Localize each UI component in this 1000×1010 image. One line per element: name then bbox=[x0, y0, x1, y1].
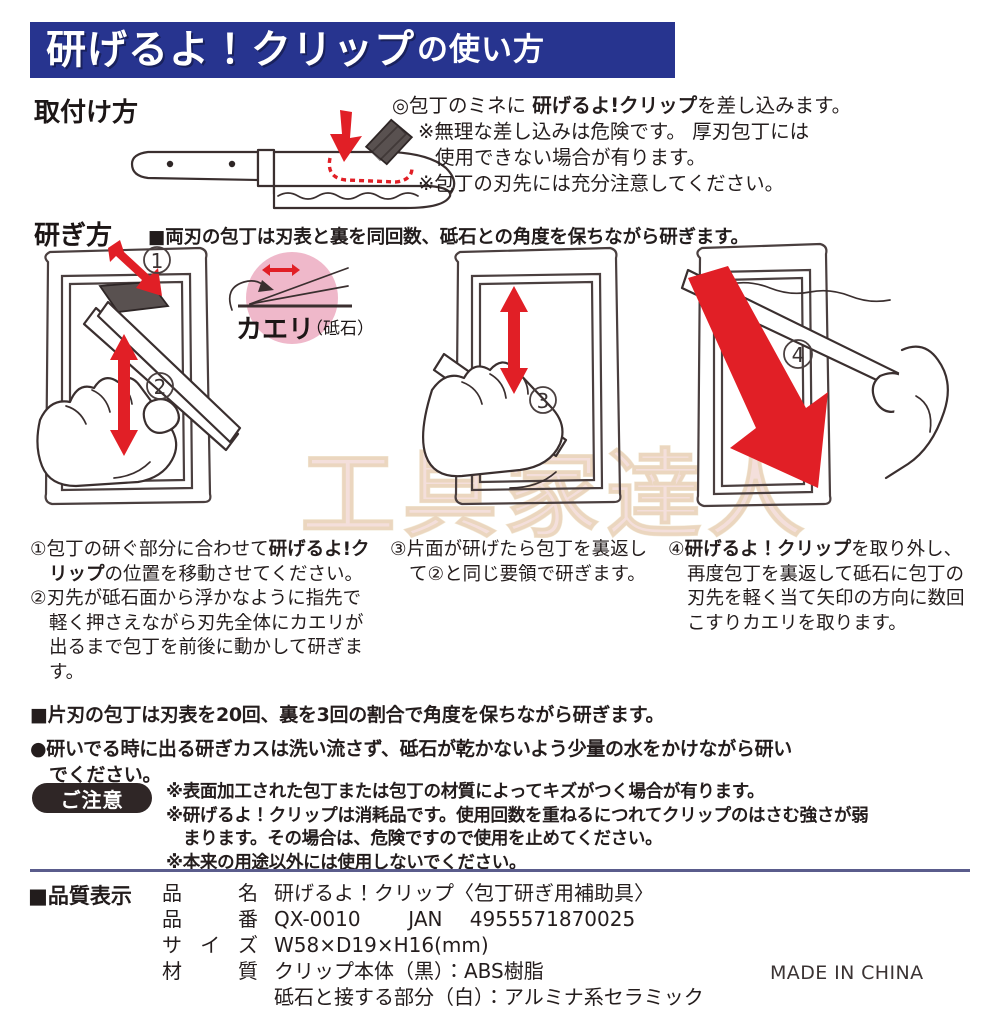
spec-label-jan: JAN bbox=[408, 907, 443, 931]
spec-table: 品 名 研げるよ！クリップ〈包丁研ぎ用補助具〉 品 番 QX-0010 JAN … bbox=[162, 880, 714, 1010]
svg-text:2: 2 bbox=[154, 375, 167, 399]
step-3-marker: ③ bbox=[390, 539, 407, 560]
step-4-text: ④研げるよ！クリップを取り外し、再度包丁を裏返して砥石に包丁の刃先を軽く当て矢印… bbox=[668, 538, 968, 636]
step-4-post: を取り外し、再度包丁を裏返して砥石に包丁の刃先を軽く当て矢印の方向に数回こすりカ… bbox=[687, 539, 965, 634]
step-2-marker: ② bbox=[30, 588, 47, 609]
section-heading-attach: 取付け方 bbox=[34, 98, 139, 128]
made-in-label: MADE IN CHINA bbox=[770, 962, 924, 984]
step-1-marker: ① bbox=[30, 539, 47, 560]
spec-value-material-2: 砥石と接する部分（白）：アルミナ系セラミック bbox=[274, 985, 704, 1009]
step-text-column-2: ③片面が研げたら包丁を裏返して②と同じ要領で研ぎます。 bbox=[390, 538, 660, 587]
spec-label-model: 品 番 bbox=[162, 907, 258, 931]
attach-lead-pre: ◎包丁のミネに bbox=[392, 94, 533, 117]
attach-note-1-line-2-text: 使用できない場合が有ります。 bbox=[435, 146, 707, 169]
step-2-body: 刃先が砥石面から浮かなように指先で軽く押さえながら刃先全体にカエリが出るまで包丁… bbox=[46, 588, 364, 683]
step-3-text: ③片面が研げたら包丁を裏返して②と同じ要領で研ぎます。 bbox=[390, 538, 660, 587]
section-heading-sharpen: 研ぎ方 bbox=[34, 221, 113, 251]
attach-lead-bold: 研げるよ!クリップ bbox=[532, 94, 698, 117]
burr-diagram: カエリ （砥石） bbox=[228, 252, 374, 345]
spec-label-size: サイズ bbox=[162, 933, 258, 957]
spec-heading: ■品質表示 bbox=[28, 884, 132, 908]
bullet-2-line-2: でください。 bbox=[49, 764, 162, 786]
page-title-main: 研げるよ！クリップ bbox=[46, 27, 415, 73]
step-2-text: ②刃先が砥石面から浮かなように指先で軽く押さえながら刃先全体にカエリが出るまで包… bbox=[30, 587, 378, 685]
svg-text:1: 1 bbox=[151, 249, 164, 273]
sharpen-note: ■両刃の包丁は刃表と裏を同回数、砥石との角度を保ちながら研ぎます。 bbox=[148, 227, 749, 248]
caution-item-3: ※本来の用途以外には使用しないでください。 bbox=[166, 852, 527, 873]
instruction-illustrations: 1 2 カエリ （砥石） bbox=[36, 110, 949, 508]
step-4-bold: 研げるよ！クリップ bbox=[684, 539, 852, 560]
bullet-water-usage: ●研いでる時に出る研ぎカスは洗い流さず、砥石が乾かないよう少量の水をかけながら研… bbox=[30, 736, 980, 788]
spec-label-name: 品 名 bbox=[162, 881, 258, 905]
step-4-marker: ④ bbox=[668, 539, 685, 560]
table-row: 品 番 QX-0010 JAN 4955571870025 bbox=[162, 906, 714, 932]
step-1-text: ①包丁の研ぐ部分に合わせて研げるよ!クリップの位置を移動させてください。 bbox=[30, 538, 378, 587]
svg-text:カエリ: カエリ bbox=[236, 315, 314, 345]
step-text-column-1: ①包丁の研ぐ部分に合わせて研げるよ!クリップの位置を移動させてください。 ②刃先… bbox=[30, 538, 378, 685]
arrow-step-1 bbox=[108, 240, 162, 296]
section-divider bbox=[30, 869, 970, 872]
spec-value-material-1: クリップ本体（黒）：ABS樹脂 bbox=[274, 959, 544, 983]
step-text-column-3: ④研げるよ！クリップを取り外し、再度包丁を裏返して砥石に包丁の刃先を軽く当て矢印… bbox=[668, 538, 968, 636]
spec-value-size: W58×D19×H16(mm) bbox=[274, 933, 489, 957]
caution-item-2-line-1: ※研げるよ！クリップは消耗品です。使用回数を重ねるにつれてクリップのはさむ強さが… bbox=[166, 805, 869, 826]
spec-value-jan: 4955571870025 bbox=[469, 907, 636, 931]
spec-label-material: 材 質 bbox=[162, 959, 258, 983]
page-title-sub: の使い方 bbox=[417, 31, 545, 68]
table-row: 品 名 研げるよ！クリップ〈包丁研ぎ用補助具〉 bbox=[162, 880, 714, 906]
bullet-2-line-1: ●研いでる時に出る研ぎカスは洗い流さず、砥石が乾かないよう少量の水をかけながら研… bbox=[30, 738, 793, 760]
arrow-step-4 bbox=[688, 266, 828, 488]
svg-text:3: 3 bbox=[537, 389, 550, 413]
bullet-single-bevel: ■片刃の包丁は刃表を20回、裏を3回の割合で角度を保ちながら研ぎます。 bbox=[30, 704, 665, 726]
caution-item-1: ※表面加工された包丁または包丁の材質によってキズがつく場合が有ります。 bbox=[166, 782, 765, 802]
attach-note-1-line-1: ※無理な差し込みは危険です。 厚刃包丁には bbox=[418, 120, 810, 143]
arrow-step-3 bbox=[500, 286, 528, 394]
spec-label-material-cont bbox=[162, 984, 274, 1010]
spec-value-name: 研げるよ！クリップ〈包丁研ぎ用補助具〉 bbox=[274, 881, 654, 905]
attach-lead-post: を差し込みます。 bbox=[697, 94, 852, 117]
panel-2-illustration: 3 bbox=[422, 246, 622, 506]
svg-text:（砥石）: （砥石） bbox=[306, 319, 374, 339]
step-3-body: 片面が研げたら包丁を裏返して②と同じ要領で研ぎます。 bbox=[406, 539, 648, 585]
caution-badge: ご注意 bbox=[32, 783, 152, 813]
table-row: 砥石と接する部分（白）：アルミナ系セラミック bbox=[162, 984, 714, 1010]
panel-3-illustration: 4 bbox=[680, 242, 949, 508]
caution-item-2-line-2: まります。その場合は、危険ですので使用を止めてください。 bbox=[183, 829, 663, 849]
panel-1-illustration: 1 2 bbox=[36, 240, 242, 506]
caution-list: ※表面加工された包丁または包丁の材質によってキズがつく場合が有ります。 ※研げる… bbox=[166, 781, 976, 875]
spec-value-model: QX-0010 bbox=[274, 907, 361, 931]
table-row: 材 質 クリップ本体（黒）：ABS樹脂 bbox=[162, 958, 714, 984]
step-1-pre: 包丁の研ぐ部分に合わせて bbox=[46, 539, 269, 560]
arrow-step-2 bbox=[110, 334, 138, 456]
page-title-banner: 研げるよ！クリップ の使い方 bbox=[30, 22, 675, 78]
svg-text:4: 4 bbox=[792, 343, 805, 367]
step-1-bold: 研げるよ!クリップ bbox=[49, 539, 370, 585]
step-1-post: の位置を移動させてください。 bbox=[104, 563, 363, 585]
attach-note-2: ※包丁の刃先には充分注意してください。 bbox=[418, 172, 785, 195]
attach-note-1-line-2: 使用できない場合が有ります。 bbox=[418, 145, 972, 170]
attach-instructions: ◎包丁のミネに 研げるよ!クリップを差し込みます。 ※無理な差し込みは危険です。… bbox=[392, 93, 972, 196]
table-row: サイズ W58×D19×H16(mm) bbox=[162, 932, 714, 958]
attach-lead: ◎包丁のミネに 研げるよ!クリップを差し込みます。 bbox=[392, 93, 972, 118]
knife-clip-illustration bbox=[130, 110, 456, 210]
